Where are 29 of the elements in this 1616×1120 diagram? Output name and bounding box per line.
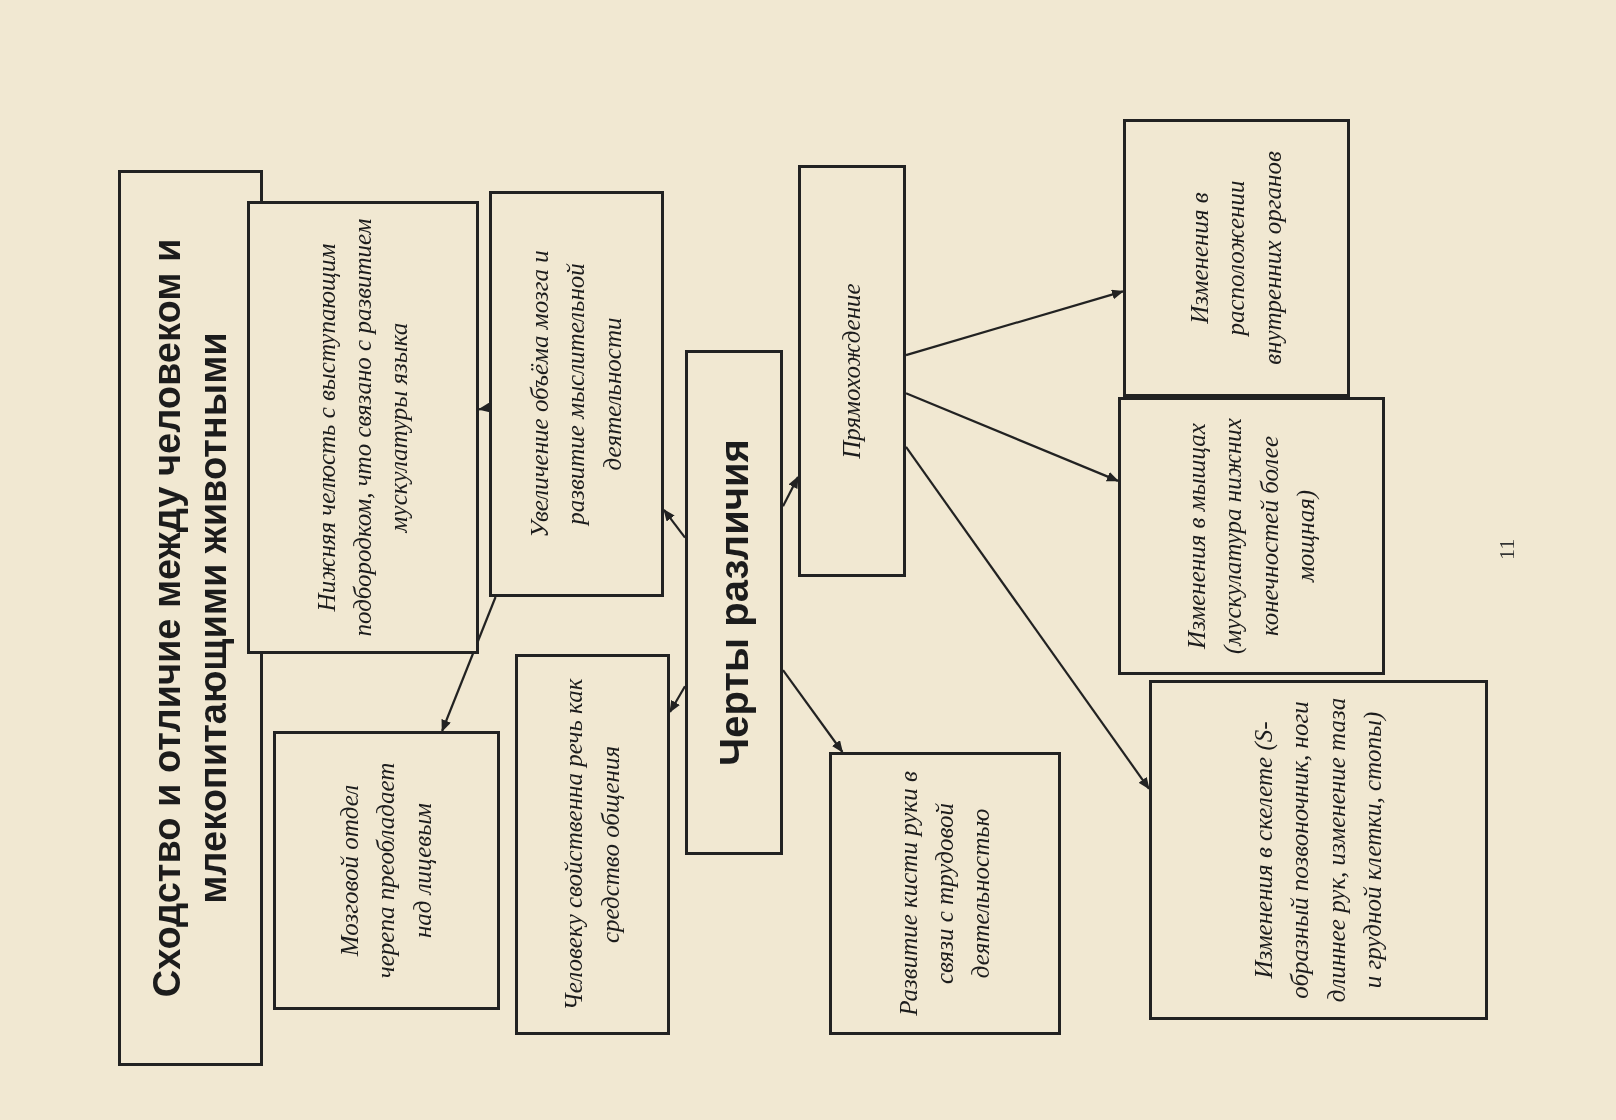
page-number: 11: [1493, 538, 1520, 560]
arrow: [905, 392, 1119, 482]
box-text: Развитие кисти руки в связи с трудовой деятельностью: [893, 770, 996, 1018]
arrow: [478, 402, 491, 413]
box-text: Изменения в расположении внутренних органов: [1185, 150, 1287, 367]
heading-text: Черты различия: [711, 439, 757, 766]
arrow: [782, 476, 799, 507]
box-text: Прямохождение: [836, 283, 866, 459]
arrow: [905, 446, 1150, 790]
box-text: Мозговой отдел черепа преобладает над лицевым: [335, 761, 437, 981]
text-box: [273, 731, 500, 1010]
text-box: [798, 165, 906, 577]
text-box: [1123, 119, 1350, 397]
box-text: Изменения в скелете (S-образный позвоночник, ноги длиннее рук, изменение таза и грудной клетки, стопы): [1249, 696, 1387, 1005]
box-text: Изменения в мышцах (мускулатура нижних конечностей более мощная): [1182, 417, 1320, 656]
text-box: [1149, 680, 1488, 1020]
arrow: [669, 685, 686, 713]
text-box: [1118, 397, 1385, 675]
arrow: [663, 509, 686, 539]
arrow: [441, 596, 497, 732]
box-text: Нижняя челюсть с выступающим подбородком, что связано с развитием мускулатуры языка: [311, 217, 414, 639]
box-text: Увеличение объёма мозга и развитие мыслительной деятельности: [525, 249, 627, 540]
text-box: [829, 752, 1061, 1035]
arrow: [782, 669, 844, 753]
arrow: [905, 289, 1124, 357]
text-box: [247, 201, 479, 654]
heading-box: [685, 350, 783, 855]
text-box: [489, 191, 664, 597]
text-box: [515, 654, 670, 1035]
